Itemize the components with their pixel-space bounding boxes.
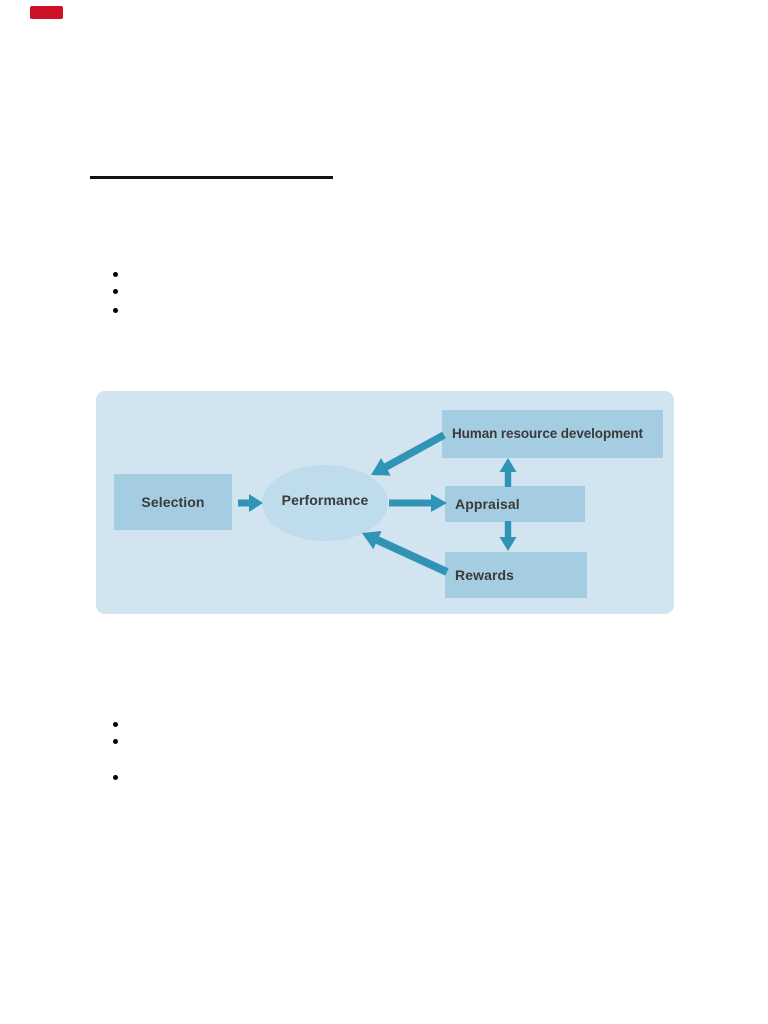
figure-node-human-resource-development: Human resource development (442, 410, 663, 458)
bullet-marker (113, 739, 118, 744)
rewards-label: Rewards (455, 567, 515, 583)
figure-node-appraisal: Appraisal (445, 486, 585, 522)
figure-node-rewards: Rewards (445, 552, 587, 598)
bullet-marker (113, 775, 118, 780)
heading-underline (90, 176, 333, 179)
bullet-marker (113, 308, 118, 313)
bullet-marker (113, 289, 118, 294)
bullet-marker (113, 722, 118, 727)
appraisal-label: Appraisal (455, 496, 520, 512)
bullet-marker (113, 272, 118, 277)
selection-label: Selection (141, 494, 205, 510)
figure-node-selection: Selection (114, 474, 232, 530)
performance-label: Performance (281, 492, 369, 508)
hrd-label: Human resource development (452, 426, 643, 442)
logo-mark (30, 6, 63, 19)
figure-node-performance: Performance (262, 465, 388, 541)
